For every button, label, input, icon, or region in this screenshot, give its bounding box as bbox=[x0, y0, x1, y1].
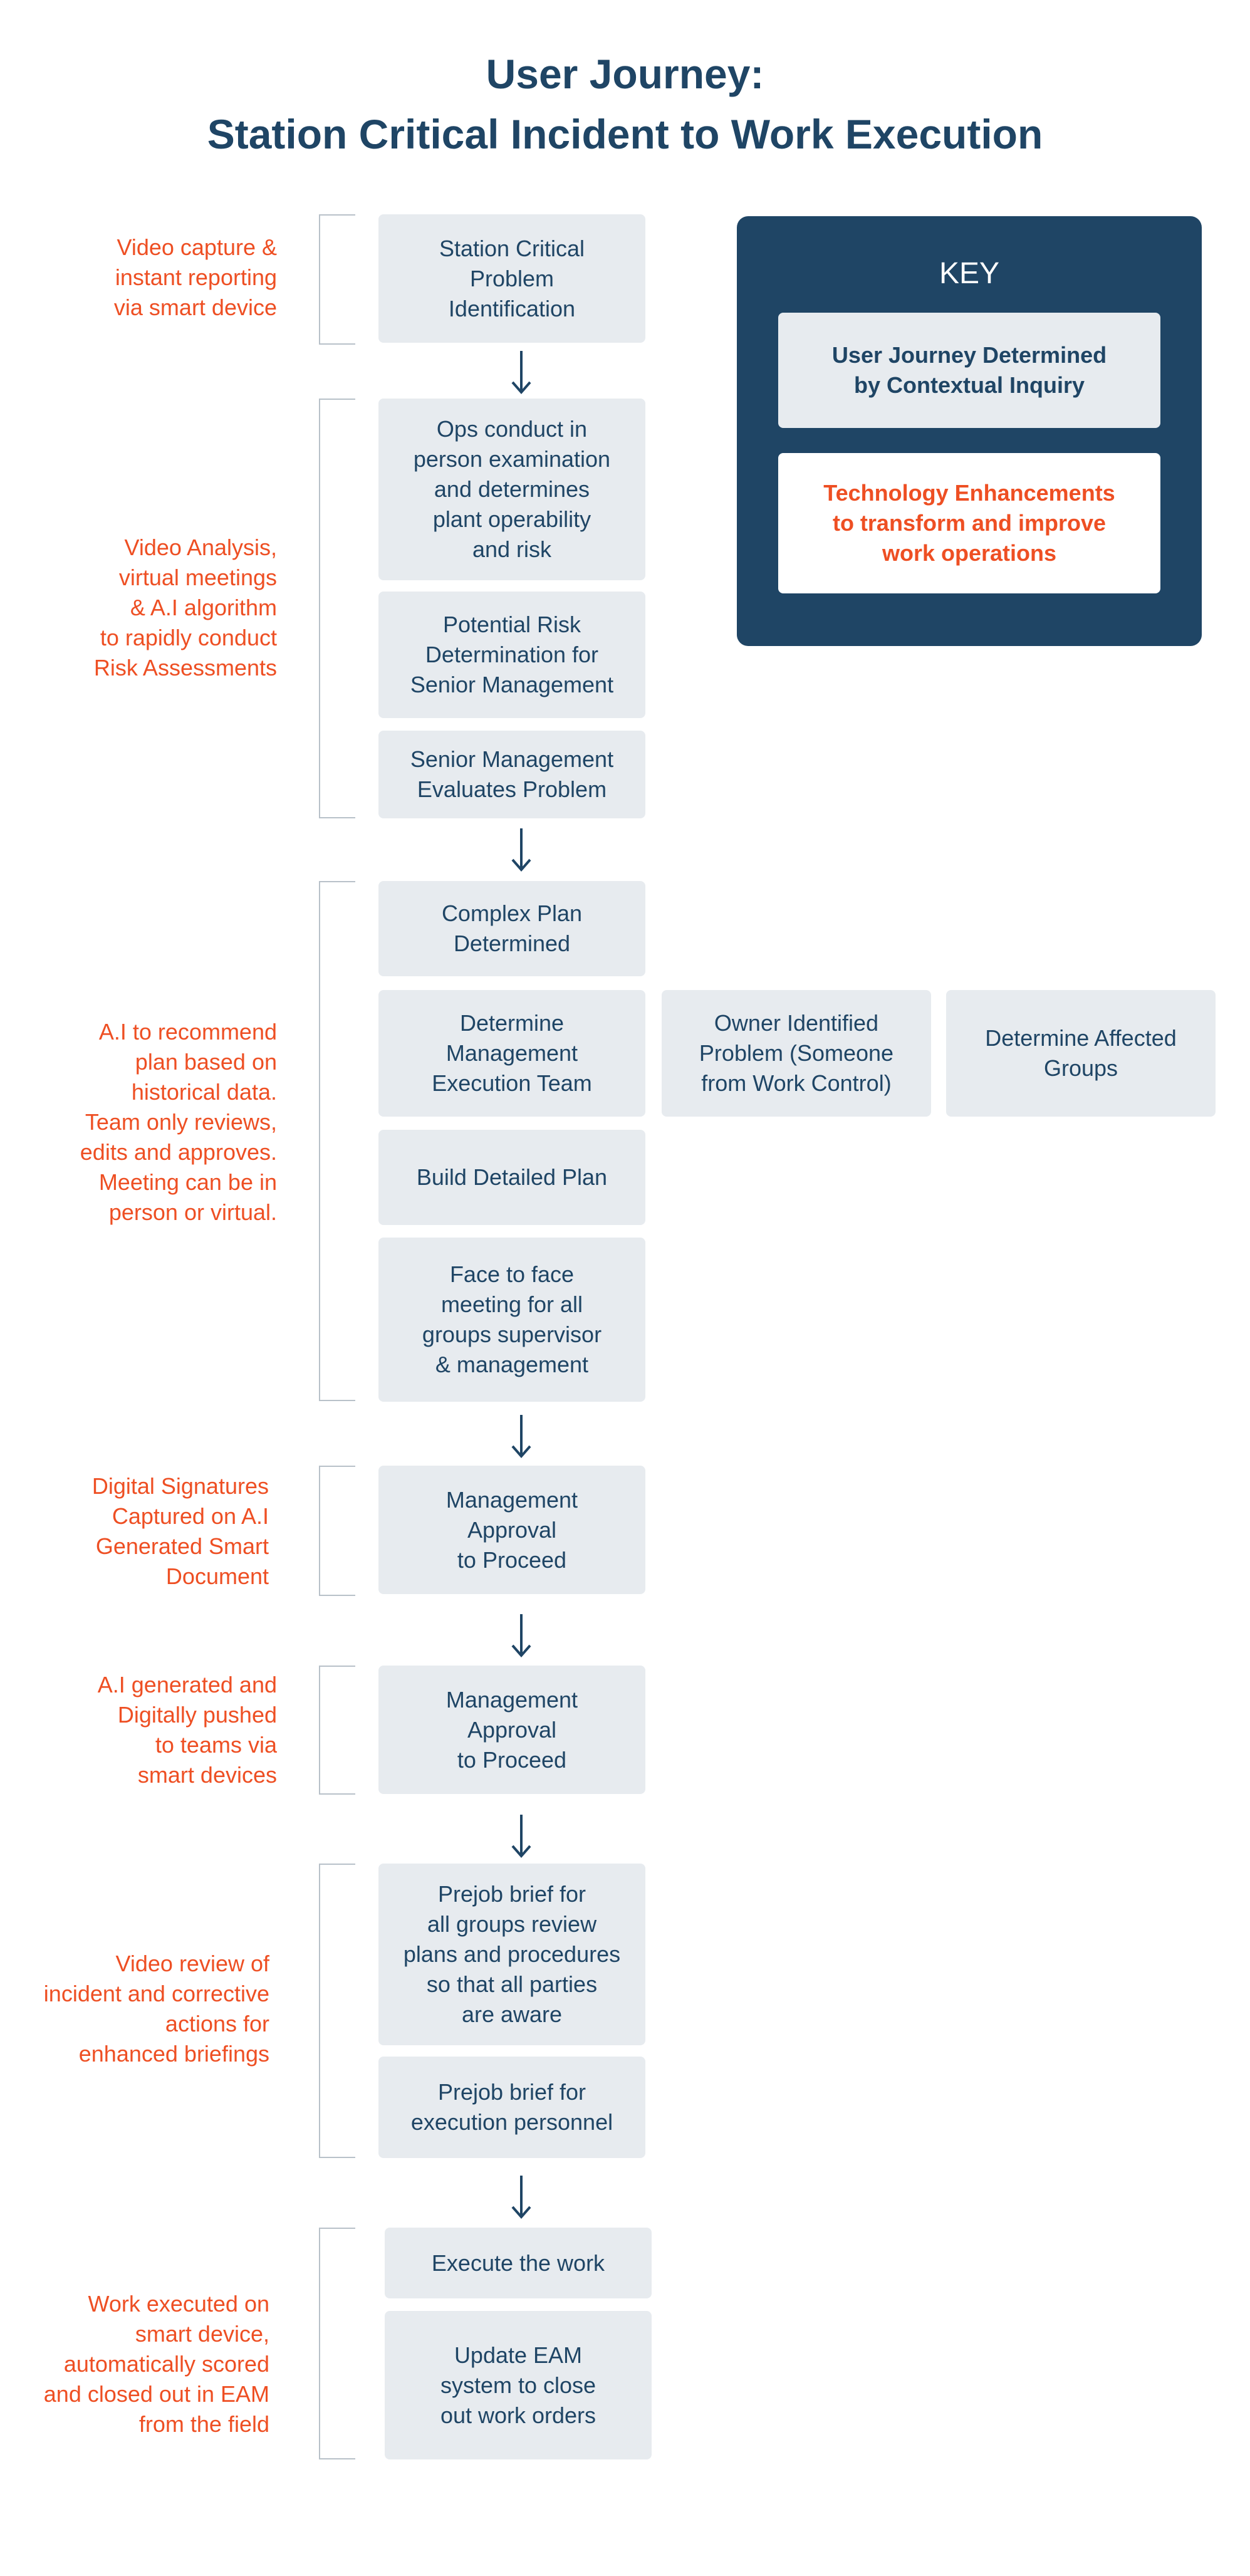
tech-note-6: Video review of incident and corrective … bbox=[43, 1951, 269, 2067]
page-title: User Journey: Station Critical Incident … bbox=[0, 44, 1250, 164]
group-bracket-2 bbox=[319, 399, 355, 818]
step-complex-plan: Complex Plan Determined bbox=[378, 881, 645, 976]
arrow-down-icon bbox=[511, 1415, 531, 1459]
step-prejob-brief-execution: Prejob brief for execution personnel bbox=[378, 2057, 645, 2158]
tech-note-5: A.I generated and Digitally pushed to te… bbox=[97, 1672, 277, 1788]
group-bracket-3 bbox=[319, 881, 355, 1401]
key-legend: KEY User Journey Determined by Contextua… bbox=[737, 216, 1202, 646]
tech-note-3: A.I to recommend plan based on historica… bbox=[80, 1019, 277, 1225]
step-owner-identified-problem: Owner Identified Problem (Someone from W… bbox=[662, 990, 931, 1117]
step-potential-risk: Potential Risk Determination for Senior … bbox=[378, 592, 645, 718]
tech-note-7: Work executed on smart device, automatic… bbox=[43, 2291, 269, 2437]
step-management-approval-1: Management Approval to Proceed bbox=[378, 1466, 645, 1594]
group-bracket-6 bbox=[319, 1864, 355, 2158]
tech-note-4: Digital Signatures Captured on A.I Gener… bbox=[91, 1473, 269, 1589]
tech-note-2: Video Analysis, virtual meetings & A.I a… bbox=[93, 534, 277, 681]
title-line-1: User Journey: bbox=[486, 51, 764, 97]
arrow-down-icon bbox=[511, 1815, 531, 1859]
step-update-eam-system: Update EAM system to close out work orde… bbox=[385, 2311, 652, 2459]
group-bracket-1 bbox=[319, 214, 355, 345]
arrow-down-icon bbox=[511, 351, 531, 395]
key-technology-swatch: Technology Enhancements to transform and… bbox=[778, 453, 1160, 593]
tech-note-1: Video capture & instant reporting via sm… bbox=[113, 234, 277, 320]
group-bracket-5 bbox=[319, 1666, 355, 1795]
step-station-critical-problem: Station Critical Problem Identification bbox=[378, 214, 645, 343]
group-bracket-4 bbox=[319, 1466, 355, 1596]
step-build-detailed-plan: Build Detailed Plan bbox=[378, 1130, 645, 1225]
step-execute-the-work: Execute the work bbox=[385, 2228, 652, 2298]
title-line-2: Station Critical Incident to Work Execut… bbox=[207, 111, 1043, 157]
step-prejob-brief-all-groups: Prejob brief for all groups review plans… bbox=[378, 1864, 645, 2045]
step-ops-examination: Ops conduct in person examination and de… bbox=[378, 399, 645, 580]
step-management-approval-2: Management Approval to Proceed bbox=[378, 1666, 645, 1794]
key-journey-swatch: User Journey Determined by Contextual In… bbox=[778, 313, 1160, 428]
step-face-to-face-meeting: Face to face meeting for all groups supe… bbox=[378, 1238, 645, 1402]
arrow-down-icon bbox=[511, 828, 531, 872]
step-senior-management-evaluates: Senior Management Evaluates Problem bbox=[378, 731, 645, 818]
group-bracket-7 bbox=[319, 2228, 355, 2459]
step-determine-affected-groups: Determine Affected Groups bbox=[946, 990, 1216, 1117]
key-heading: KEY bbox=[939, 257, 1000, 290]
arrow-down-icon bbox=[511, 2176, 531, 2219]
arrow-down-icon bbox=[511, 1614, 531, 1658]
step-management-execution-team: Determine Management Execution Team bbox=[378, 990, 645, 1117]
